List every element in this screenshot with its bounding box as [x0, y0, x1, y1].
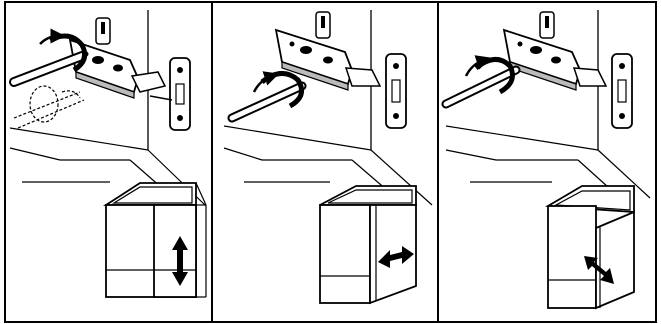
figure-border: [4, 1, 657, 323]
diagonal-double-arrow-icon: [584, 256, 614, 284]
screwdriver-icon: [227, 71, 307, 123]
panel-2: [223, 10, 433, 305]
hinge-icon: [502, 11, 633, 129]
ghost-screwdriver-icon: [13, 85, 85, 129]
panel-3: [441, 10, 651, 310]
vertical-double-arrow-icon: [172, 236, 188, 286]
horizontal-double-arrow-icon: [378, 246, 414, 268]
hinge-icon: [274, 11, 407, 129]
cabinet-box: [545, 185, 635, 310]
screwdriver-icon: [441, 55, 521, 109]
screwdriver-icon: [9, 28, 88, 87]
cabinet-box: [102, 182, 207, 298]
cabinet-box: [319, 185, 417, 305]
hinge-icon: [68, 17, 191, 131]
panel-1: [9, 10, 207, 298]
